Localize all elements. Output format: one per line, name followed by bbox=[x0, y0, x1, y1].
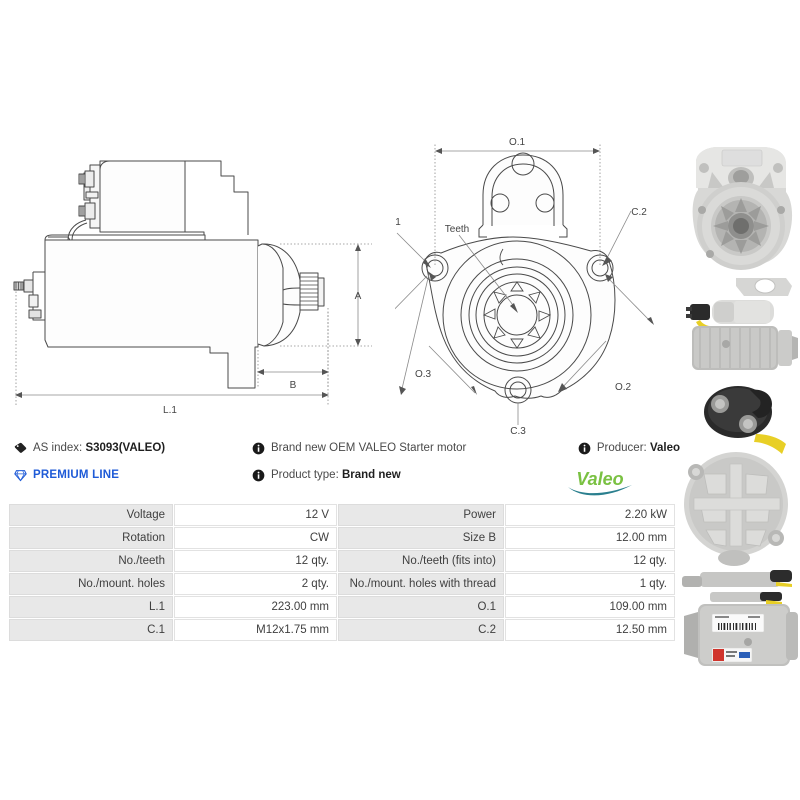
producer-label: Producer: bbox=[596, 442, 647, 454]
spec-label: No./teeth (fits into) bbox=[338, 550, 504, 572]
producer-text: Producer: Valeo bbox=[597, 442, 680, 456]
product-type-label: Product type: bbox=[271, 468, 339, 481]
spec-label: Rotation bbox=[9, 527, 173, 549]
spec-value: M12x1.75 mm bbox=[174, 619, 337, 641]
spec-label: O.1 bbox=[338, 596, 504, 618]
spec-label: Power bbox=[338, 504, 504, 526]
valeo-brand-logo: Valeo bbox=[562, 468, 638, 498]
starter-drive-end-housing-view[interactable] bbox=[682, 382, 800, 587]
spec-value: 12 V bbox=[174, 504, 337, 526]
dimension-label-c1: C.1 bbox=[395, 217, 401, 228]
spec-label: Voltage bbox=[9, 504, 173, 526]
spec-value: 12 qty. bbox=[174, 550, 337, 572]
premium-line-label: PREMIUM LINE bbox=[33, 468, 120, 481]
spec-value: 1 qty. bbox=[505, 573, 675, 595]
spec-label: L.1 bbox=[9, 596, 173, 618]
front-view-drawing: O.1 C.2 C.1 Teeth O.3 O.2 C.3 bbox=[395, 125, 680, 435]
spec-value: 12 qty. bbox=[505, 550, 675, 572]
dimension-label-c3: C.3 bbox=[510, 426, 526, 435]
dimension-label-a: A bbox=[355, 291, 362, 302]
spec-value: 12.00 mm bbox=[505, 527, 675, 549]
dimension-label-o1: O.1 bbox=[509, 137, 526, 148]
spec-value: 109.00 mm bbox=[505, 596, 675, 618]
spec-value: CW bbox=[174, 527, 337, 549]
product-type-text: Product type: Brand new bbox=[271, 469, 401, 483]
spec-label: No./teeth bbox=[9, 550, 173, 572]
starter-front-pinion-view[interactable] bbox=[682, 142, 800, 270]
spec-label: No./mount. holes with thread bbox=[338, 573, 504, 595]
spec-value: 12.50 mm bbox=[505, 619, 675, 641]
dimension-label-teeth: Teeth bbox=[445, 224, 469, 235]
premium-line-row: PREMIUM LINE bbox=[14, 469, 254, 483]
spec-label: No./mount. holes bbox=[9, 573, 173, 595]
technical-drawings-area: A B L.1 bbox=[0, 0, 680, 435]
as-index-line: AS index: S3093(VALEO) bbox=[14, 442, 254, 456]
table-row: Rotation CW Size B 12.00 mm bbox=[9, 527, 675, 549]
as-index-value: S3093(VALEO) bbox=[85, 442, 166, 454]
description-text: Brand new OEM VALEO Starter motor bbox=[271, 442, 467, 454]
svg-text:Valeo: Valeo bbox=[576, 469, 623, 489]
info-column-right: Producer: Valeo bbox=[560, 442, 680, 469]
description-line: Brand new OEM VALEO Starter motor bbox=[252, 442, 552, 456]
spec-value: 2.20 kW bbox=[505, 504, 675, 526]
table-row: C.1 M12x1.75 mm C.2 12.50 mm bbox=[9, 619, 675, 641]
diamond-icon bbox=[14, 469, 27, 482]
as-index-text: AS index: S3093(VALEO) bbox=[33, 442, 165, 456]
product-type-line: Product type: Brand new bbox=[252, 469, 552, 483]
spec-label: C.1 bbox=[9, 619, 173, 641]
starter-solenoid-side-view[interactable] bbox=[682, 278, 800, 378]
specification-table: Voltage 12 V Power 2.20 kW Rotation CW S… bbox=[8, 503, 676, 642]
dimension-label-l1: L.1 bbox=[163, 405, 177, 416]
dimension-label-o2: O.2 bbox=[615, 382, 632, 393]
table-row: L.1 223.00 mm O.1 109.00 mm bbox=[9, 596, 675, 618]
spec-value: 2 qty. bbox=[174, 573, 337, 595]
dimension-label-b: B bbox=[290, 380, 297, 391]
dimension-label-o3: O.3 bbox=[415, 369, 432, 380]
spec-value: 223.00 mm bbox=[174, 596, 337, 618]
producer-line: Producer: Valeo bbox=[560, 442, 680, 456]
product-photo-column bbox=[682, 0, 800, 800]
table-row: Voltage 12 V Power 2.20 kW bbox=[9, 504, 675, 526]
spec-label: Size B bbox=[338, 527, 504, 549]
product-info-strip: AS index: S3093(VALEO) PREMIUM LINE Bran… bbox=[0, 440, 680, 502]
info-icon bbox=[252, 442, 265, 455]
info-icon bbox=[578, 442, 591, 455]
info-icon bbox=[252, 469, 265, 482]
tag-icon bbox=[14, 442, 27, 455]
table-row: No./teeth 12 qty. No./teeth (fits into) … bbox=[9, 550, 675, 572]
specification-table-body: Voltage 12 V Power 2.20 kW Rotation CW S… bbox=[9, 504, 675, 641]
starter-body-label-view[interactable] bbox=[682, 592, 800, 680]
producer-value: Valeo bbox=[649, 442, 680, 454]
product-type-value: Brand new bbox=[341, 468, 401, 481]
info-column-middle: Brand new OEM VALEO Starter motor Produc… bbox=[252, 442, 552, 496]
side-view-drawing: A B L.1 bbox=[0, 140, 380, 430]
table-row: No./mount. holes 2 qty. No./mount. holes… bbox=[9, 573, 675, 595]
spec-label: C.2 bbox=[338, 619, 504, 641]
as-index-label: AS index: bbox=[33, 442, 83, 454]
dimension-label-c2: C.2 bbox=[631, 207, 647, 218]
info-column-left: AS index: S3093(VALEO) PREMIUM LINE bbox=[14, 442, 254, 496]
